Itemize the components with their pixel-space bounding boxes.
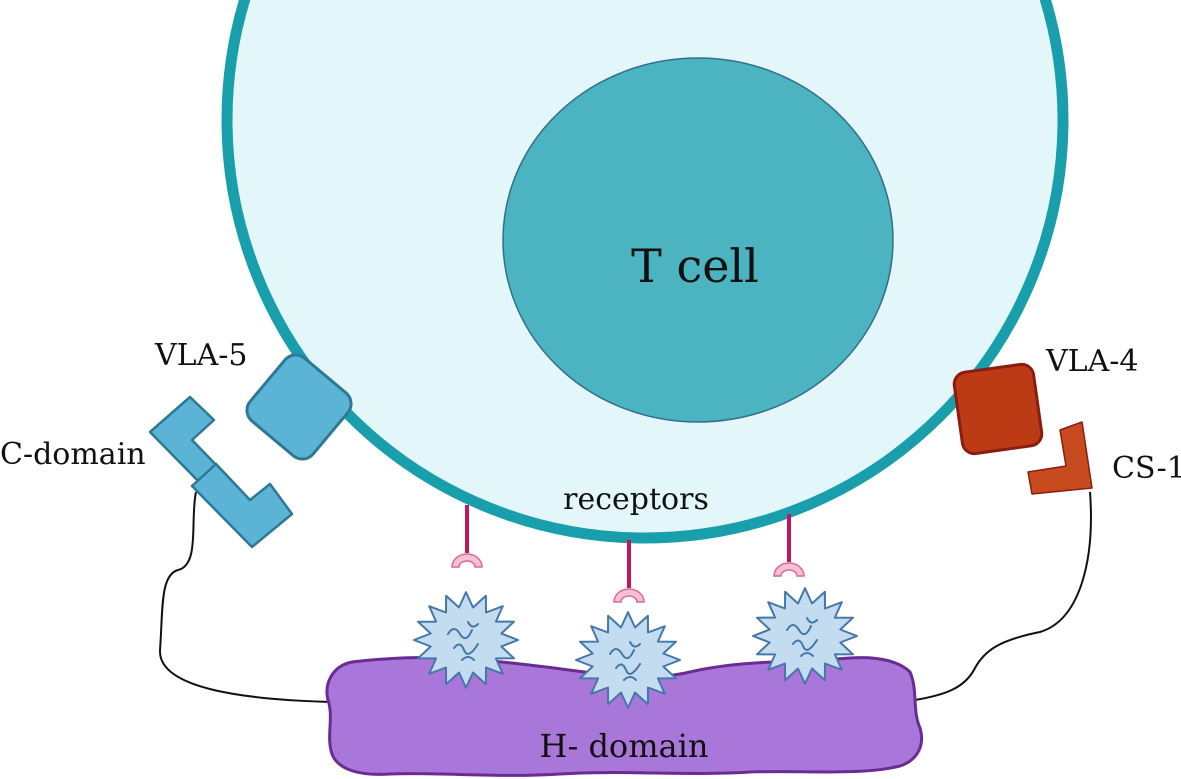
receptors-label: receptors bbox=[563, 482, 709, 517]
ligand-squiggle bbox=[623, 676, 637, 681]
ligand-squiggle bbox=[609, 648, 635, 660]
cell-label: T cell bbox=[631, 239, 759, 293]
linker-left bbox=[158, 491, 336, 703]
vla5-receptor bbox=[245, 353, 353, 461]
vla4-receptor bbox=[952, 362, 1044, 456]
cs1-shape bbox=[1027, 421, 1093, 495]
ligand-body bbox=[752, 587, 858, 685]
ligand-squiggle bbox=[461, 656, 475, 661]
ligand-squiggle bbox=[792, 639, 818, 651]
receptor-cup bbox=[613, 588, 645, 603]
ligand-squiggle bbox=[629, 641, 641, 648]
cs1-label: CS-1 bbox=[1112, 451, 1181, 486]
spiky-ligand-icon bbox=[752, 587, 858, 685]
linker-right bbox=[914, 491, 1092, 701]
c-domain-lower-piece bbox=[190, 462, 294, 549]
receptor-icon bbox=[613, 540, 645, 603]
c-domain-shape bbox=[148, 395, 294, 549]
receptor-cup bbox=[451, 553, 483, 568]
ligand-squiggle bbox=[467, 621, 479, 628]
h-domain-label: H- domain bbox=[540, 727, 709, 765]
ligand-body bbox=[413, 591, 519, 689]
receptor-icon bbox=[773, 514, 805, 577]
receptor-cup bbox=[773, 562, 805, 577]
ligand-group bbox=[413, 587, 858, 709]
nucleus bbox=[502, 57, 894, 423]
ligand-squiggle bbox=[786, 624, 812, 636]
receptor-icon bbox=[451, 505, 483, 568]
ligand-squiggle bbox=[800, 652, 814, 657]
spiky-ligand-icon bbox=[575, 611, 681, 709]
ligand-squiggle bbox=[806, 617, 818, 624]
ligand-squiggle bbox=[615, 663, 641, 675]
ligand-body bbox=[575, 611, 681, 709]
ligand-squiggle bbox=[447, 628, 473, 640]
c-domain-label: C-domain bbox=[0, 437, 146, 472]
vla5-label: VLA-5 bbox=[154, 338, 247, 373]
vla4-label: VLA-4 bbox=[1045, 344, 1138, 379]
ligand-squiggle bbox=[453, 643, 479, 655]
spiky-ligand-icon bbox=[413, 591, 519, 689]
